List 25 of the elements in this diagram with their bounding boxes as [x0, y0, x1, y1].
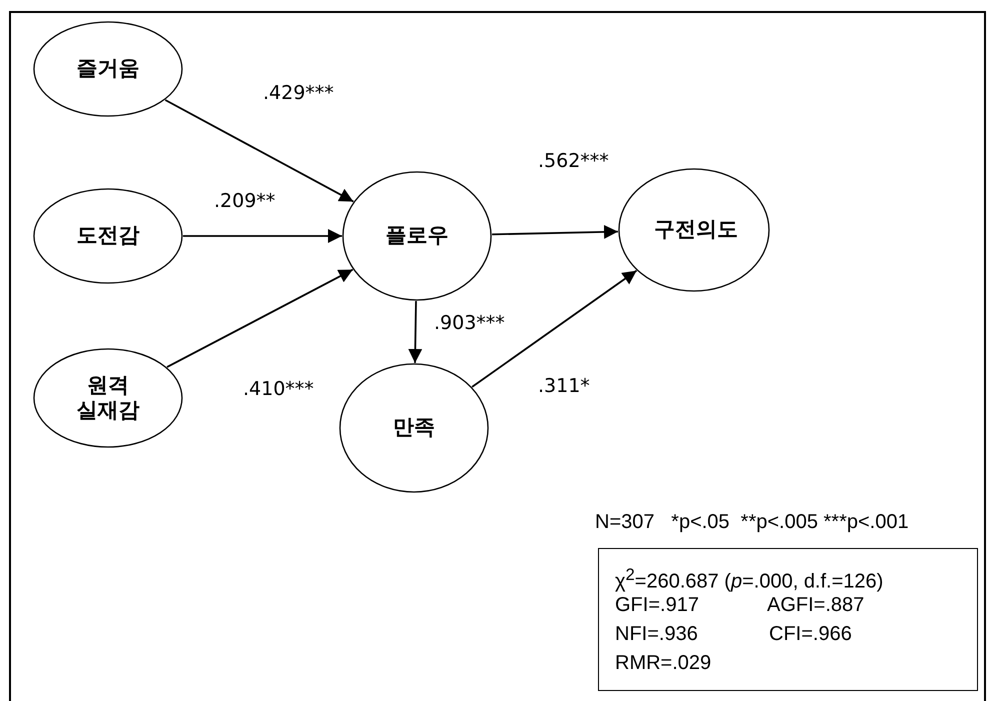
construct-name: 만족 — [393, 415, 435, 441]
arrow — [164, 99, 354, 202]
construct-ellipse — [339, 363, 489, 493]
fit-index: NFI=.936 — [615, 624, 698, 644]
fit-index: CFI=.966 — [769, 624, 852, 644]
construct-ellipse — [33, 348, 183, 448]
construct-ellipse — [342, 171, 492, 301]
construct-ellipse — [618, 168, 770, 292]
fit-index: RMR=.029 — [615, 653, 712, 673]
construct-ellipse — [33, 21, 183, 117]
construct-name: 도전감 — [76, 223, 140, 249]
construct-name: 원격 실재감 — [76, 372, 140, 424]
arrow — [183, 229, 342, 243]
arrow — [472, 270, 638, 388]
arrow — [492, 224, 618, 239]
fit-index: GFI=.917 — [615, 595, 699, 615]
construct-name: 즐거움 — [76, 56, 140, 82]
fit-index: AGFI=.887 — [767, 595, 864, 615]
construct-ellipse — [33, 188, 183, 284]
arrow — [166, 268, 354, 368]
construct-name: 플로우 — [386, 223, 448, 249]
fit-index: χ$^{2}$=260.687 (p=.000, d.f.=126) — [615, 567, 884, 592]
arrow — [408, 300, 422, 364]
fit-index-box — [598, 548, 978, 691]
significance-note: N=307 *p<.05 **p<.005 ***p<.001 — [595, 511, 909, 534]
